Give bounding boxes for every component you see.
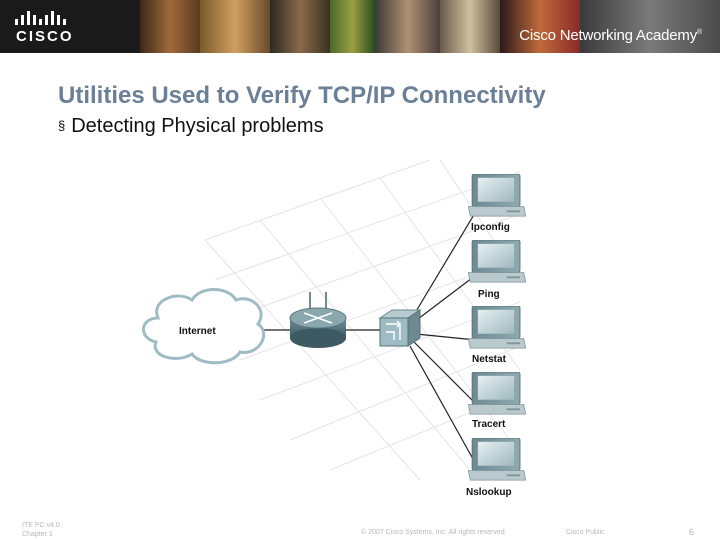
banner-photo-2 — [200, 0, 270, 53]
banner-photo-1 — [140, 0, 200, 53]
host-label-netstat: Netstat — [472, 354, 507, 365]
host-label-ipconfig: Ipconfig — [471, 222, 510, 233]
banner-photo-7 — [500, 0, 580, 53]
trademark-mark: ® — [697, 29, 702, 36]
banner-photo-3 — [270, 0, 330, 53]
switch-icon — [378, 309, 422, 347]
pc-tracert-icon — [468, 372, 526, 415]
footer-course: ITE PC v4.0 Chapter 1 — [22, 521, 60, 539]
academy-text: Cisco Networking Academy — [519, 27, 698, 44]
slide-title: Utilities Used to Verify TCP/IP Connecti… — [58, 82, 546, 109]
footer-course-line1: ITE PC v4.0 — [22, 522, 60, 529]
footer-copyright: © 2007 Cisco Systems, Inc. All rights re… — [361, 529, 507, 536]
page-number: 6 — [689, 527, 695, 537]
bullet-text: Detecting Physical problems — [71, 115, 324, 137]
pc-nslookup-icon — [468, 438, 526, 481]
footer-course-line2: Chapter 1 — [22, 531, 53, 538]
cisco-bars-icon — [15, 11, 66, 25]
banner-photo-8 — [580, 0, 720, 53]
bullet-icon: § — [58, 118, 66, 133]
header-banner: CISCO Cisco Networking Academy® — [0, 0, 720, 53]
bullet-item: § Detecting Physical problems — [58, 115, 324, 138]
footer-classification: Cisco Public — [566, 529, 605, 536]
pc-netstat-icon — [468, 306, 526, 349]
cisco-wordmark: CISCO — [16, 28, 74, 45]
host-label-tracert: Tracert — [472, 419, 506, 430]
banner-photo-6 — [440, 0, 500, 53]
internet-cloud-icon — [142, 288, 266, 365]
pc-ipconfig-icon — [468, 174, 526, 217]
banner-photo-4 — [330, 0, 375, 53]
cisco-logo: CISCO — [14, 8, 74, 46]
internet-label: Internet — [179, 326, 216, 337]
banner-photo-5 — [375, 0, 440, 53]
connection-lines — [262, 207, 479, 469]
router-icon — [289, 292, 347, 348]
host-label-nslookup: Nslookup — [466, 487, 512, 498]
academy-wordmark: Cisco Networking Academy® — [519, 27, 702, 44]
pc-ping-icon — [468, 240, 526, 283]
host-label-ping: Ping — [478, 289, 500, 300]
